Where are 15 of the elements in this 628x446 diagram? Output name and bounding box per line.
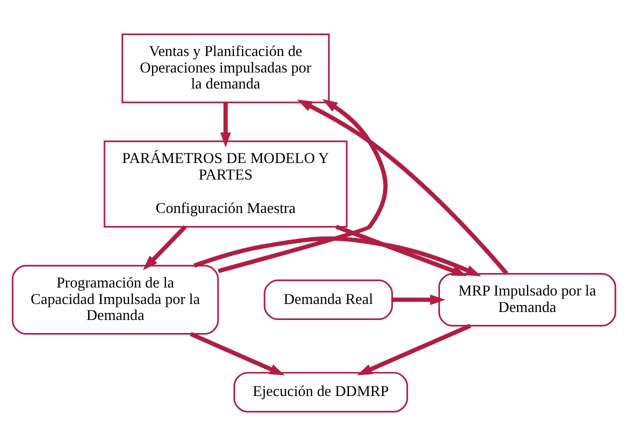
node-box: Ventas y Planificación de Operaciones impulsadas por la demanda [122, 34, 330, 104]
arrow [193, 236, 482, 276]
arrow [297, 100, 508, 275]
node-box: Ejecución de DDMRP [233, 372, 408, 412]
node-box: Programación de la Capacidad Impulsada por la Demanda [12, 264, 219, 335]
arrow [218, 99, 388, 274]
node-box: MRP Impulsado por la Demanda [438, 273, 616, 327]
node-box: Demanda Real [264, 280, 393, 320]
arrow [392, 294, 446, 306]
arrow [142, 225, 187, 270]
arrow [220, 102, 231, 148]
arrow [335, 224, 468, 276]
node-box: PARÁMETROS DE MODELO Y PARTES Configuración Maestra [104, 140, 348, 228]
arrow [356, 324, 472, 376]
arrow [190, 332, 285, 376]
